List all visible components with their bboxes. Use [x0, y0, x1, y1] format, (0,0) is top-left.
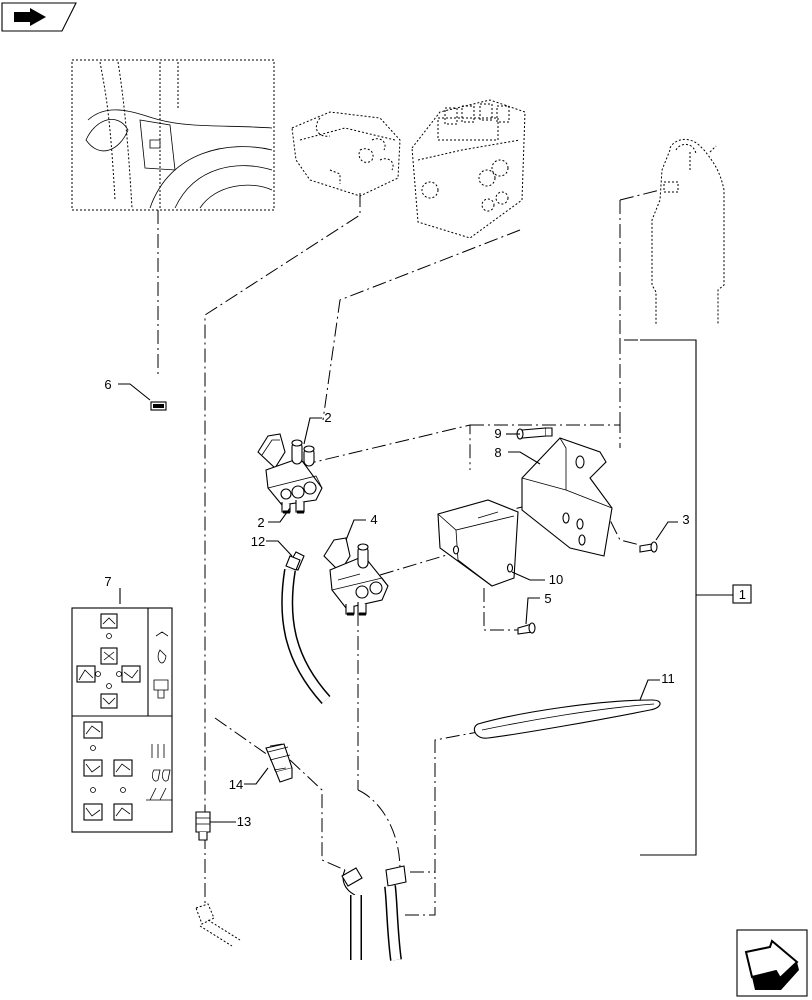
- strap-part-11: [473, 699, 661, 739]
- bracket-part-8: [521, 437, 613, 557]
- callout-6: 6: [104, 377, 111, 392]
- callout-leader-lines: [118, 383, 678, 823]
- callout-4: 4: [370, 512, 377, 527]
- coupler-part-4: [323, 537, 389, 616]
- callout-9: 9: [494, 426, 501, 441]
- hose-ends: [195, 865, 407, 961]
- book-page-icon[interactable]: [1, 2, 77, 32]
- assembly-leader-lines: [157, 189, 661, 916]
- callout-14: 14: [229, 777, 243, 792]
- callout-7: 7: [104, 574, 111, 589]
- fitting-part-14: [265, 743, 293, 783]
- callout-1: 1: [739, 587, 746, 602]
- group-1-bracket: [640, 339, 752, 856]
- cab-view-drawing: [71, 59, 275, 211]
- callout-2-upper: 2: [324, 410, 331, 425]
- mounting-post: [651, 139, 725, 325]
- instruction-decal-part-7: [71, 607, 173, 833]
- callout-3: 3: [682, 512, 689, 527]
- hose-part-12: [281, 551, 331, 705]
- bolt-part-9: [516, 427, 553, 440]
- valve-block-small: [291, 111, 401, 197]
- fitting-part-13: [195, 811, 211, 841]
- valve-block-large: [411, 99, 526, 239]
- callout-13: 13: [237, 814, 251, 829]
- callout-12: 12: [251, 534, 265, 549]
- decal-part-6: [150, 401, 167, 411]
- screw-part-3: [639, 541, 658, 553]
- callout-2-lower: 2: [257, 515, 264, 530]
- callout-5: 5: [544, 591, 551, 606]
- callout-8: 8: [494, 445, 501, 460]
- screw-part-5: [517, 622, 536, 635]
- callout-10: 10: [549, 572, 563, 587]
- next-page-arrow-icon[interactable]: [736, 929, 808, 997]
- box-bracket-part-10: [437, 499, 519, 587]
- coupler-part-2: [257, 433, 323, 514]
- callout-11: 11: [661, 671, 675, 686]
